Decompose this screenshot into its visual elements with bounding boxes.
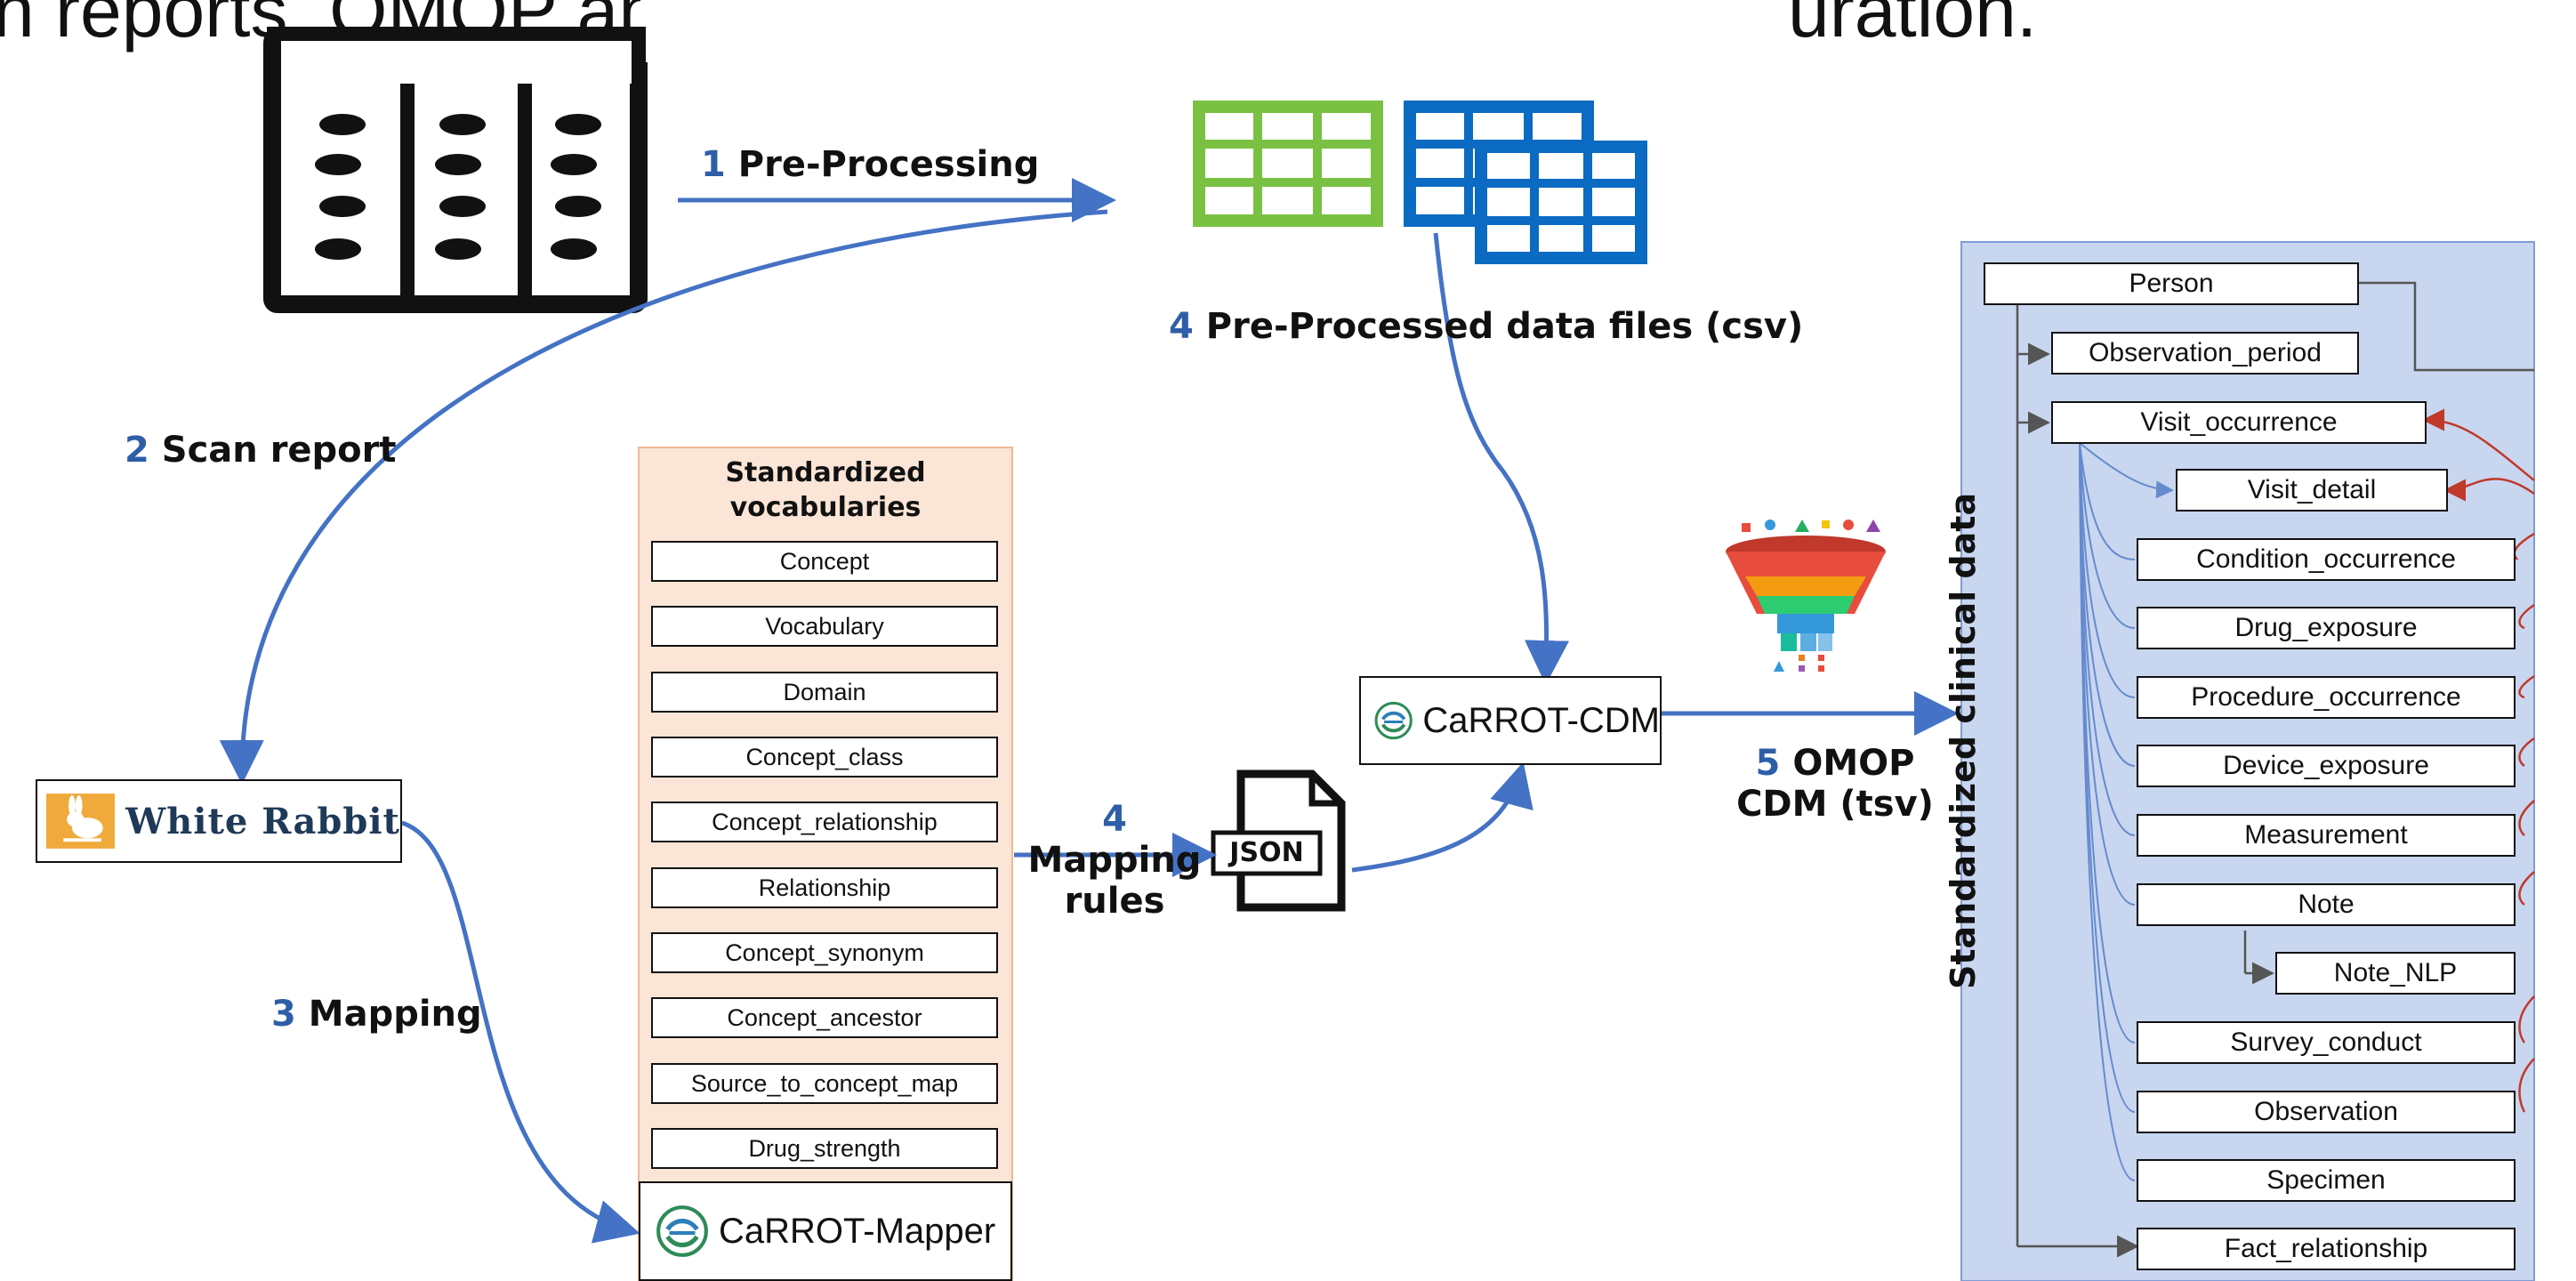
carrot-cdm-tool[interactable]: CaRROT-CDM	[1359, 676, 1662, 765]
csv-files-icon	[1193, 101, 1647, 264]
vocab-table-concept-class: Concept_class	[651, 737, 998, 777]
clinical-table-drug-exposure: Drug_exposure	[2137, 607, 2516, 649]
clinical-table-survey-conduct: Survey_conduct	[2137, 1021, 2516, 1064]
clinical-tree-lines	[2016, 281, 2534, 1258]
visit-fk-lines	[2079, 442, 2174, 1181]
vocab-table-concept-synonym: Concept_synonym	[651, 932, 998, 973]
clinical-table-fact-relationship: Fact_relationship	[2137, 1228, 2516, 1270]
step-omop-cdm: 5 OMOP CDM (tsv)	[1736, 743, 1934, 825]
step-mapping: 3 Mapping	[271, 994, 482, 1035]
step-pre-processed-files: 4 Pre-Processed data files (csv)	[1169, 306, 1804, 347]
json-icon-label: JSON	[1229, 837, 1304, 868]
arrow-json-cdm	[1351, 761, 1534, 873]
clinical-table-condition-occurrence: Condition_occurrence	[2137, 538, 2516, 581]
funnel-icon	[1726, 520, 1886, 672]
step-mapping-rules: 4 Mapping rules	[1027, 799, 1202, 922]
vocabularies-heading: Standardized vocabularies	[725, 457, 926, 523]
clinical-table-observation-period: Observation_period	[2051, 332, 2359, 375]
clinical-table-person: Person	[1984, 262, 2359, 305]
carrot-logo-icon	[1374, 701, 1413, 740]
clinical-table-procedure-occurrence: Procedure_occurrence	[2137, 676, 2516, 719]
arrow-csv-to-cdm	[1433, 232, 1569, 685]
vocab-table-concept: Concept	[651, 541, 998, 582]
source-doc-top-mask	[267, 27, 646, 84]
vocab-table-source-to-concept-map: Source_to_concept_map	[651, 1063, 998, 1104]
vocab-table-drug-strength: Drug_strength	[651, 1128, 998, 1169]
clinical-data-heading: Standardized clinical data	[1944, 492, 1983, 989]
title-mask	[640, 0, 1788, 62]
clinical-table-note-nlp: Note_NLP	[2275, 952, 2516, 995]
arrow-scan-report	[219, 209, 1108, 785]
title-fragment-right: uration.	[1788, 0, 2038, 52]
clinical-table-measurement: Measurement	[2137, 814, 2516, 857]
arrow-mapping	[401, 820, 640, 1244]
vocab-table-domain: Domain	[651, 672, 998, 713]
clinical-table-visit-detail: Visit_detail	[2176, 469, 2448, 512]
white-rabbit-tool[interactable]: White Rabbit	[36, 779, 402, 863]
vocab-table-concept-ancestor: Concept_ancestor	[651, 997, 998, 1038]
clinical-table-device-exposure: Device_exposure	[2137, 745, 2516, 787]
rabbit-logo-icon	[46, 794, 116, 849]
clinical-table-visit-occurrence: Visit_occurrence	[2051, 401, 2427, 444]
vocab-table-vocabulary: Vocabulary	[651, 606, 998, 647]
clinical-table-note: Note	[2137, 883, 2516, 926]
step-pre-processing: 1 Pre-Processing	[701, 144, 1040, 185]
vocab-table-concept-relationship: Concept_relationship	[651, 802, 998, 842]
flow-arrows	[219, 178, 1959, 1244]
clinical-table-specimen: Specimen	[2137, 1159, 2516, 1202]
clinical-table-observation: Observation	[2137, 1091, 2516, 1133]
person-fk-lines	[2422, 408, 2535, 1113]
carrot-mapper-tool[interactable]: CaRROT-Mapper	[639, 1181, 1012, 1281]
vocab-table-relationship: Relationship	[651, 867, 998, 908]
carrot-mapper-logo-icon	[656, 1205, 708, 1257]
step-scan-report: 2 Scan report	[125, 430, 397, 471]
